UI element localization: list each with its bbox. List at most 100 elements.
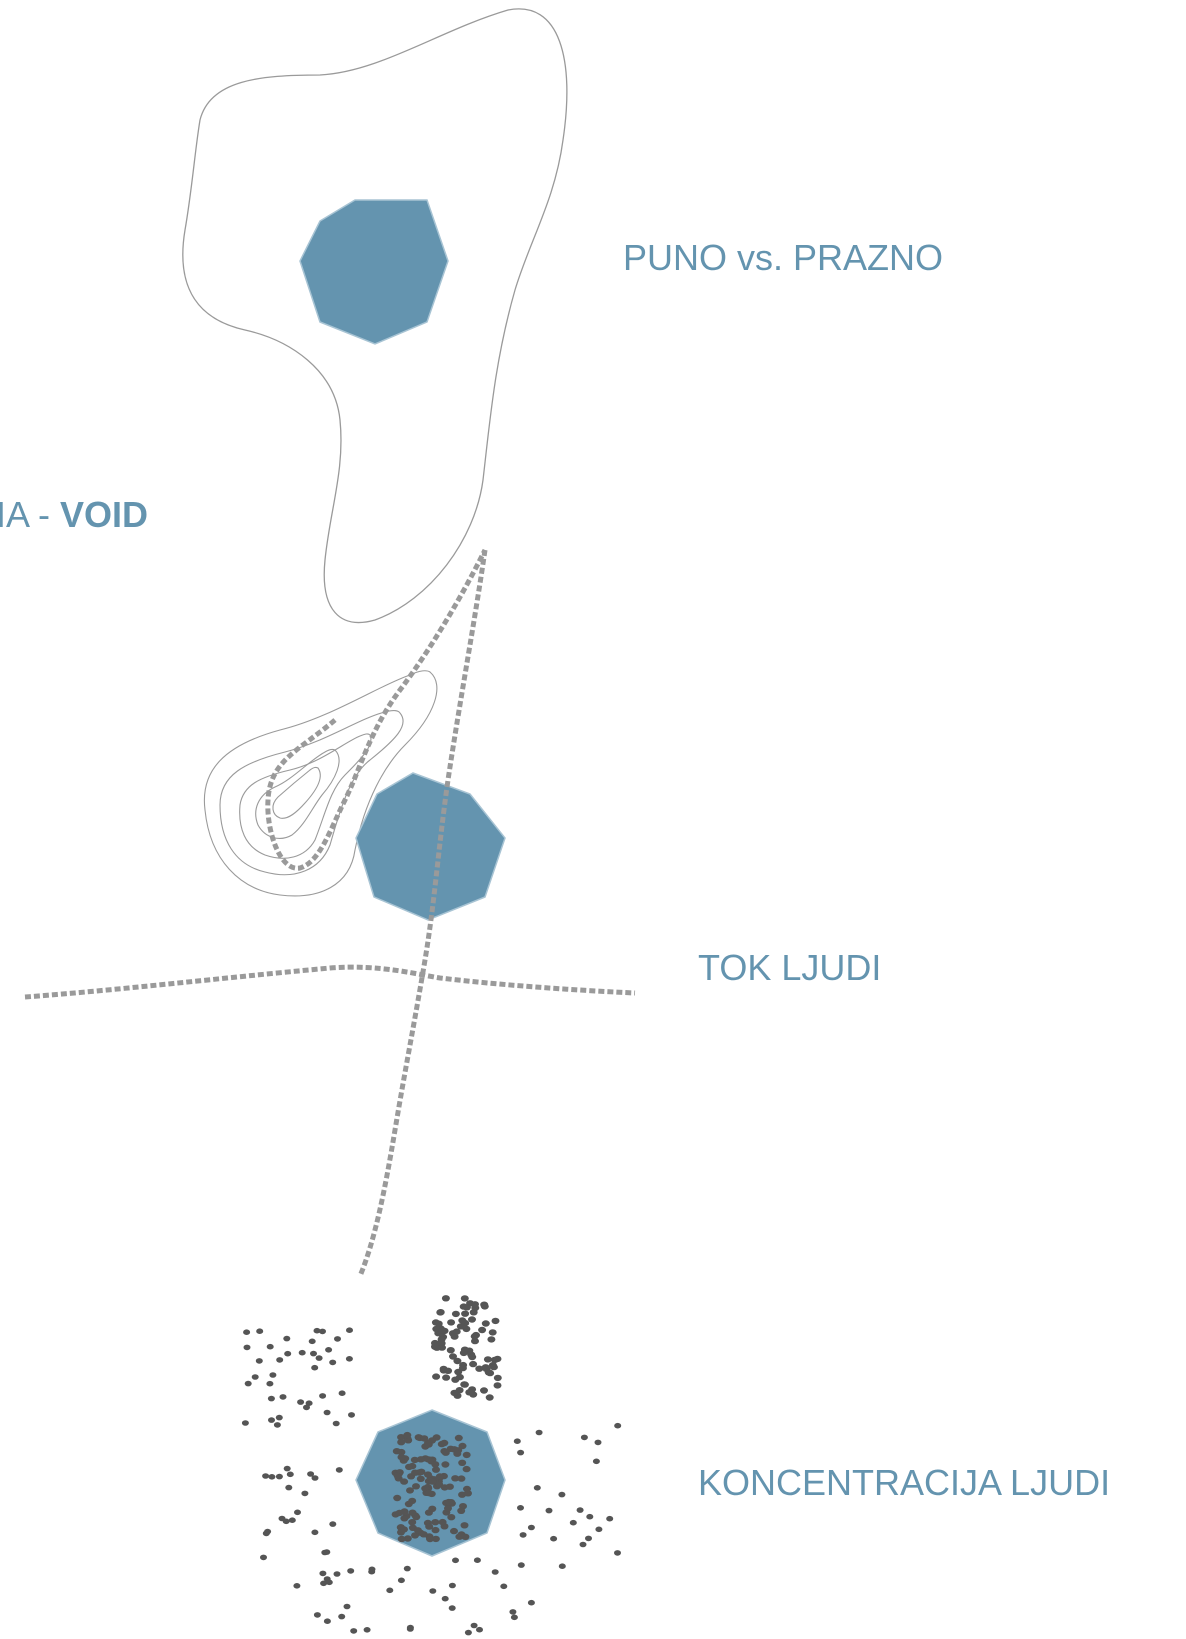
person-dot [283,1335,291,1342]
person-dot [432,1466,440,1473]
person-dot [437,1440,446,1448]
person-dot [285,1484,293,1491]
person-dot [406,1626,414,1632]
person-dot [400,1526,408,1533]
person-dot [586,1513,594,1520]
person-dot [569,1519,577,1526]
person-dot [421,1485,430,1492]
person-dot [438,1327,447,1335]
person-dot [592,1458,600,1465]
person-dot [420,1435,429,1442]
koncentracija-group [241,1295,622,1636]
person-dot [386,1587,394,1594]
person-dot [473,1557,481,1563]
person-dot [332,1420,340,1427]
person-dot [436,1309,445,1316]
person-dot [424,1471,432,1478]
person-dot [268,1474,276,1480]
person-dot [457,1507,466,1515]
person-dot [255,1358,263,1364]
person-dot [350,1628,358,1634]
person-dot [256,1328,264,1334]
person-dot [465,1389,474,1396]
person-dot [585,1535,592,1542]
person-dot [448,1582,456,1589]
contour-line-4 [255,748,340,839]
person-dot [432,1325,441,1333]
person-dot [319,1393,327,1399]
person-dot [446,1347,455,1354]
person-dot [491,1317,500,1325]
person-dot [335,1467,343,1473]
person-dot [397,1439,406,1446]
person-dot [447,1319,456,1326]
person-dot [471,1337,479,1345]
person-dot [397,1453,406,1461]
person-dot [580,1434,588,1441]
person-dot [527,1599,535,1606]
contour-line-3 [239,733,372,859]
person-dot [470,1622,478,1629]
person-dot [442,1374,451,1381]
person-dot [491,1569,499,1575]
person-dot [313,1612,321,1618]
person-dot [455,1373,464,1381]
person-dot [320,1580,328,1587]
person-dot [449,1353,457,1360]
person-dot [468,1353,477,1361]
person-dot [550,1535,558,1542]
person-dot [393,1494,402,1502]
person-dot [475,1365,484,1372]
person-dot [517,1562,525,1568]
person-dot [311,1529,319,1536]
person-dot [276,1357,284,1363]
person-dot [411,1469,420,1476]
person-dot [329,1359,337,1366]
person-dot [244,1380,252,1387]
person-dot [432,1373,441,1380]
person-dot [329,1521,337,1527]
person-dot [441,1449,450,1456]
person-dot [509,1609,517,1615]
person-dot [471,1301,479,1308]
person-dot [428,1505,437,1513]
person-dot [457,1475,466,1482]
person-dot [338,1613,346,1620]
person-dot [405,1463,413,1471]
person-dot [481,1320,490,1327]
person-dot [576,1507,584,1513]
person-dot [431,1526,440,1534]
person-dot [519,1532,527,1538]
label-tok-ljudi: TOK LJUDI [698,947,882,988]
person-dot [348,1412,355,1418]
person-dot [403,1565,411,1572]
label-void: IA - VOID [0,497,148,533]
person-dot [451,1475,460,1482]
puno-prazno-group [182,8,568,624]
person-dot [451,1310,460,1318]
person-dot [462,1465,471,1473]
person-dot [485,1394,494,1401]
person-dot [513,1438,521,1444]
person-dot [441,1595,449,1602]
person-dot [460,1522,469,1529]
person-dot [416,1456,425,1463]
person-dot [323,1549,331,1555]
person-dot [458,1491,467,1498]
person-dot [517,1505,524,1511]
person-dot [298,1349,306,1356]
octagon-solid-void [299,199,449,345]
person-dot [269,1372,277,1378]
person-dot [345,1356,353,1362]
person-dot [282,1518,290,1525]
person-dot [459,1349,468,1357]
person-dot [428,1478,437,1485]
person-dot [435,1473,444,1480]
person-dot [493,1382,502,1389]
person-dot [416,1475,425,1483]
person-dot [441,1461,450,1468]
person-dot [453,1450,462,1457]
person-dot [288,1517,296,1523]
person-dot [468,1316,476,1323]
person-dot [325,1347,333,1353]
